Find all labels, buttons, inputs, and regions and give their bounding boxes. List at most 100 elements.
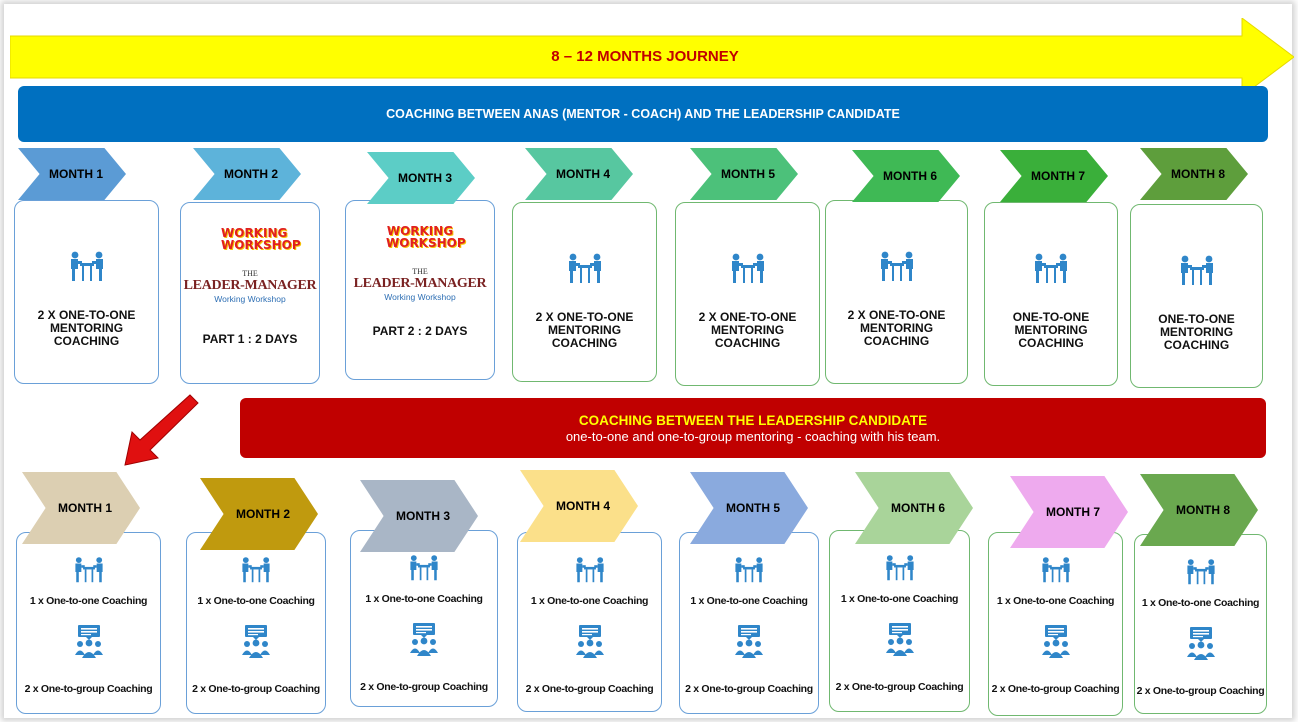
working-workshop-logo: WORKING WORKSHOP xyxy=(386,224,466,250)
bottom-month-card: 1 x One-to-one Coaching 2 x One-to-group… xyxy=(186,532,326,714)
presentation-group-icon xyxy=(240,625,272,664)
top-month-chevron: MONTH 4 xyxy=(525,148,633,200)
logo-sub-text: Working Workshop xyxy=(384,292,456,302)
logo-main-text: LEADER-MANAGER xyxy=(353,276,487,291)
presentation-group-icon xyxy=(1040,625,1072,664)
meeting-icon xyxy=(883,553,917,592)
activity-text: PART 1 : 2 DAYS xyxy=(202,332,298,346)
meeting-icon xyxy=(239,555,273,594)
one-to-one-text: 1 x One-to-one Coaching xyxy=(996,595,1115,607)
one-to-one-text: 1 x One-to-one Coaching xyxy=(840,593,959,605)
activity-text: 2 X ONE-TO-ONE MENTORING COACHING xyxy=(847,308,946,348)
meeting-icon xyxy=(1031,251,1071,296)
one-to-group-text: 2 x One-to-group Coaching xyxy=(835,681,964,693)
bottom-month-card: 1 x One-to-one Coaching 2 x One-to-group… xyxy=(1134,534,1267,714)
activity-text: 2 X ONE-TO-ONE MENTORING COACHING xyxy=(37,308,136,348)
meeting-icon xyxy=(1039,555,1073,594)
month-label: MONTH 2 xyxy=(236,507,290,521)
top-banner: COACHING BETWEEN ANAS (MENTOR - COACH) A… xyxy=(18,86,1268,142)
one-to-one-text: 1 x One-to-one Coaching xyxy=(530,595,649,607)
journey-arrow: 8 – 12 MONTHS JOURNEY xyxy=(10,18,1294,96)
one-to-group-text: 2 x One-to-group Coaching xyxy=(24,683,153,695)
journey-arrow-shape xyxy=(10,18,1294,96)
one-to-group-text: 2 x One-to-group Coaching xyxy=(192,683,320,695)
logo-the-text: THE xyxy=(412,267,428,276)
presentation-group-icon xyxy=(1185,627,1217,666)
activity-text: 2 X ONE-TO-ONE MENTORING COACHING xyxy=(535,310,634,350)
top-banner-text: COACHING BETWEEN ANAS (MENTOR - COACH) A… xyxy=(386,107,900,121)
month-label: MONTH 3 xyxy=(398,171,452,185)
meeting-icon xyxy=(1184,557,1218,596)
meeting-icon xyxy=(1177,253,1217,298)
bottom-month-card: 1 x One-to-one Coaching 2 x One-to-group… xyxy=(829,530,970,712)
month-label: MONTH 6 xyxy=(891,501,945,515)
one-to-one-text: 1 x One-to-one Coaching xyxy=(1141,597,1260,609)
top-month-card: ONE-TO-ONE MENTORING COACHING xyxy=(1130,204,1263,388)
logo-sub-text: Working Workshop xyxy=(214,294,286,304)
meeting-icon xyxy=(732,555,766,594)
bottom-banner-title: COACHING BETWEEN THE LEADERSHIP CANDIDAT… xyxy=(578,412,928,428)
bottom-month-card: 1 x One-to-one Coaching 2 x One-to-group… xyxy=(517,532,662,712)
activity-text: ONE-TO-ONE MENTORING COACHING xyxy=(1012,310,1090,350)
journey-title: 8 – 12 MONTHS JOURNEY xyxy=(551,48,739,65)
month-label: MONTH 6 xyxy=(883,169,937,183)
bottom-month-card: 1 x One-to-one Coaching 2 x One-to-group… xyxy=(16,532,161,714)
top-month-card: 2 X ONE-TO-ONE MENTORING COACHING xyxy=(14,200,159,384)
activity-text: ONE-TO-ONE MENTORING COACHING xyxy=(1158,312,1235,352)
bottom-banner-subtitle: one-to-one and one-to-group mentoring - … xyxy=(565,428,941,444)
one-to-one-text: 1 x One-to-one Coaching xyxy=(365,593,483,605)
meeting-icon xyxy=(67,249,107,294)
top-month-card: 2 X ONE-TO-ONE MENTORING COACHING xyxy=(512,202,657,382)
working-workshop-logo: WORKING WORKSHOP xyxy=(221,226,301,252)
month-label: MONTH 4 xyxy=(556,167,610,181)
presentation-group-icon xyxy=(574,625,606,664)
month-label: MONTH 1 xyxy=(58,501,112,515)
presentation-group-icon xyxy=(73,625,105,664)
bottom-month-card: 1 x One-to-one Coaching 2 x One-to-group… xyxy=(988,532,1123,716)
logo-the-text: THE xyxy=(242,269,258,278)
bottom-month-chevron: MONTH 8 xyxy=(1140,474,1258,546)
top-month-chevron: MONTH 3 xyxy=(367,152,475,204)
meeting-icon xyxy=(72,555,106,594)
meeting-icon xyxy=(573,555,607,594)
presentation-group-icon xyxy=(408,623,440,662)
meeting-icon xyxy=(728,251,768,296)
logo-main-text: LEADER-MANAGER xyxy=(183,278,317,293)
month-label: MONTH 4 xyxy=(556,499,610,513)
month-label: MONTH 2 xyxy=(224,167,278,181)
red-down-arrow xyxy=(120,390,200,475)
arrow-down-left-icon xyxy=(124,394,199,466)
month-label: MONTH 5 xyxy=(721,167,775,181)
activity-text: PART 2 : 2 DAYS xyxy=(372,324,468,338)
month-label: MONTH 8 xyxy=(1171,167,1225,181)
one-to-group-text: 2 x One-to-group Coaching xyxy=(685,683,813,695)
top-month-card: 2 X ONE-TO-ONE MENTORING COACHING xyxy=(825,200,968,384)
presentation-group-icon xyxy=(884,623,916,662)
bottom-month-card: 1 x One-to-one Coaching 2 x One-to-group… xyxy=(350,530,498,707)
one-to-one-text: 1 x One-to-one Coaching xyxy=(29,595,148,607)
one-to-group-text: 2 x One-to-group Coaching xyxy=(991,683,1120,695)
one-to-group-text: 2 x One-to-group Coaching xyxy=(360,681,488,693)
one-to-one-text: 1 x One-to-one Coaching xyxy=(197,595,315,607)
bottom-banner: COACHING BETWEEN THE LEADERSHIP CANDIDAT… xyxy=(240,398,1266,458)
month-label: MONTH 1 xyxy=(49,167,103,181)
top-month-card: 2 X ONE-TO-ONE MENTORING COACHING xyxy=(675,202,820,386)
month-label: MONTH 7 xyxy=(1031,169,1085,183)
one-to-group-text: 2 x One-to-group Coaching xyxy=(1136,685,1265,697)
month-label: MONTH 5 xyxy=(726,501,780,515)
one-to-one-text: 1 x One-to-one Coaching xyxy=(690,595,808,607)
meeting-icon xyxy=(877,249,917,294)
month-label: MONTH 7 xyxy=(1046,505,1100,519)
meeting-icon xyxy=(565,251,605,296)
bottom-month-card: 1 x One-to-one Coaching 2 x One-to-group… xyxy=(679,532,819,714)
activity-text: 2 X ONE-TO-ONE MENTORING COACHING xyxy=(698,310,797,350)
one-to-group-text: 2 x One-to-group Coaching xyxy=(525,683,654,695)
month-label: MONTH 3 xyxy=(396,509,450,523)
month-label: MONTH 8 xyxy=(1176,503,1230,517)
meeting-icon xyxy=(407,553,441,592)
top-month-card: ONE-TO-ONE MENTORING COACHING xyxy=(984,202,1118,386)
